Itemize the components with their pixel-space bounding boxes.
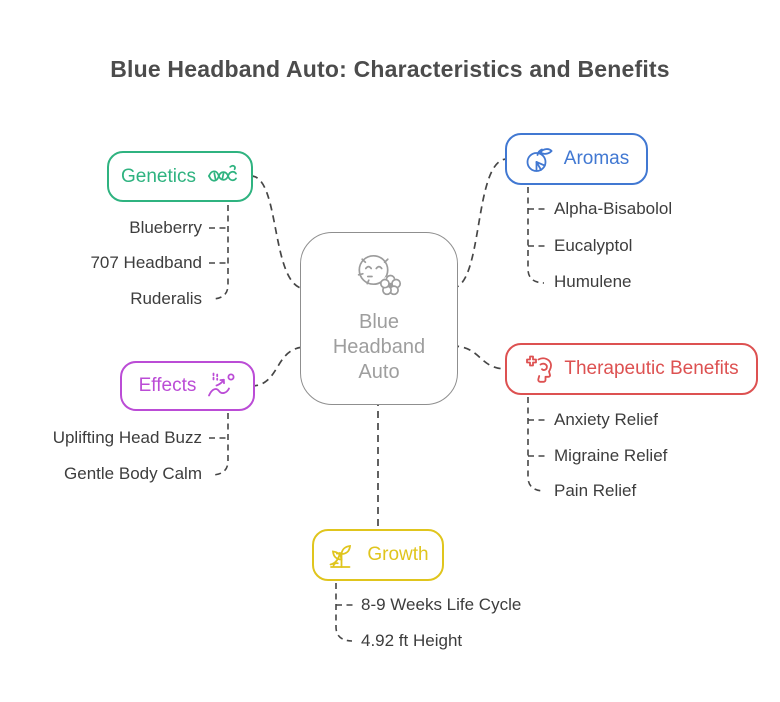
connector-genetics-center [250, 175, 307, 290]
branch-effects-label: Effects [138, 375, 197, 396]
genetics-drop-line [211, 205, 229, 300]
branch-effects: Effects [120, 361, 255, 411]
leaf-item: Humulene [554, 272, 632, 291]
leaf-item: Uplifting Head Buzz [52, 428, 202, 447]
page-title: Blue Headband Auto: Characteristics and … [110, 56, 670, 82]
sprouting-plant-icon [327, 540, 357, 570]
leaf-item: Migraine Relief [554, 446, 668, 465]
citrus-fruit-icon [524, 144, 554, 174]
relaxing-person-icon [206, 371, 236, 401]
connector-effects-center [250, 346, 307, 387]
branch-therapeutic-benefits-label: Therapeutic Benefits [564, 358, 739, 379]
aromas-drop-line [527, 187, 545, 284]
leaf-item: Eucalyptol [554, 236, 633, 255]
leaf-item: Gentle Body Calm [64, 464, 202, 483]
branch-genetics: Genetics [107, 151, 253, 202]
growth-drop-line [335, 583, 353, 642]
leaf-item: Anxiety Relief [554, 410, 658, 429]
branch-growth: Growth [312, 529, 444, 581]
leaf-item: Ruderalis [130, 289, 202, 308]
leaf-item: 8-9 Weeks Life Cycle [361, 595, 522, 614]
dna-strand-icon [206, 163, 239, 190]
effects-drop-line [211, 413, 229, 476]
connector-aromas-center [451, 158, 508, 289]
leaf-item: Pain Relief [554, 481, 637, 500]
leaf-item: Blueberry [129, 218, 202, 237]
central-node: Blue Headband Auto [300, 232, 458, 405]
therapeutic-drop-line [527, 397, 545, 492]
head-medical-cross-icon [524, 354, 554, 384]
branch-aromas-label: Aromas [563, 148, 630, 169]
branch-growth-label: Growth [367, 544, 429, 565]
relaxed-face-flower-icon [353, 253, 405, 304]
connector-therapeutic-center [451, 345, 508, 370]
branch-aromas: Aromas [505, 133, 648, 185]
leaf-item: Alpha-Bisabolol [554, 199, 673, 218]
leaf-item: 707 Headband [90, 253, 202, 272]
central-node-label: Blue Headband Auto [332, 311, 426, 383]
branch-genetics-label: Genetics [121, 165, 196, 187]
leaf-item: 4.92 ft Height [361, 631, 463, 650]
branch-therapeutic-benefits: Therapeutic Benefits [505, 343, 758, 395]
